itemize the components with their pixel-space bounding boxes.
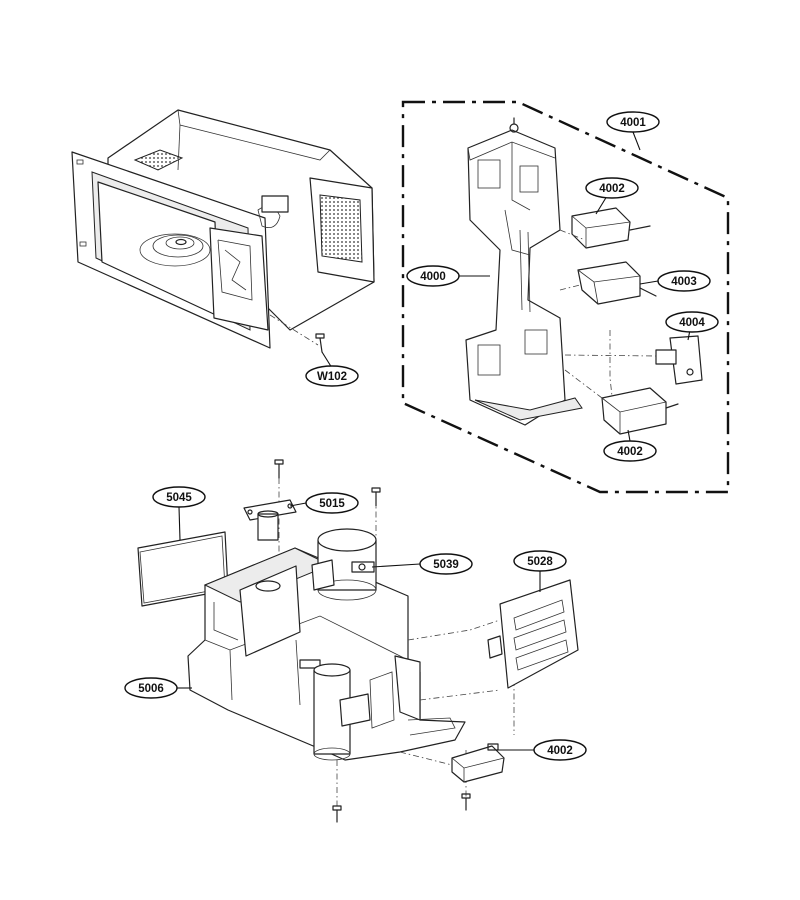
interlock-lever [655, 335, 703, 385]
svg-text:4003: 4003 [671, 276, 697, 288]
microswitch-4003 [577, 261, 657, 305]
callout-4000: 4000 [406, 265, 460, 287]
top-vent-grille [133, 149, 184, 171]
interlock-assembly [401, 100, 730, 494]
svg-text:4002: 4002 [547, 745, 573, 757]
main-bracket [187, 547, 466, 761]
microswitch-bottom [601, 387, 679, 435]
svg-text:5015: 5015 [319, 498, 345, 510]
svg-text:4004: 4004 [679, 317, 705, 329]
callout-4002-top: 4002 [585, 177, 639, 199]
screw-bottom-right [461, 793, 471, 811]
cover-plate [487, 579, 579, 689]
callout-5039: 5039 [419, 553, 473, 575]
screw-bottom-left [332, 805, 342, 823]
latch-bracket [465, 117, 583, 426]
svg-text:4000: 4000 [420, 271, 446, 283]
svg-text:4001: 4001 [620, 117, 646, 129]
side-vent-grille [319, 194, 363, 263]
microswitch-top [571, 207, 651, 249]
turntable [139, 233, 211, 267]
thermal-cutout [243, 499, 297, 541]
screw-top-right [371, 487, 381, 507]
svg-text:5039: 5039 [433, 559, 459, 571]
svg-text:W102: W102 [317, 371, 347, 383]
callout-5028: 5028 [513, 550, 567, 572]
callout-5006: 5006 [124, 677, 178, 699]
drive-shaft-housing [313, 663, 371, 761]
microwave-cavity-assembly [71, 109, 375, 353]
microswitch-motor-bracket [451, 743, 505, 783]
callout-4004: 4004 [665, 311, 719, 333]
screw-w102 [269, 314, 325, 353]
leader-lines [177, 131, 691, 751]
svg-text:4002: 4002 [617, 446, 643, 458]
callout-w102: W102 [305, 365, 359, 387]
synchronous-motor [311, 528, 377, 601]
callout-5045: 5045 [152, 486, 206, 508]
svg-text:5006: 5006 [138, 683, 164, 695]
screw-top-left [274, 459, 284, 479]
callout-4003: 4003 [657, 270, 711, 292]
assembly-boundary [401, 100, 730, 494]
callout-4002-bottom: 4002 [533, 739, 587, 761]
callout-4002-middle: 4002 [603, 440, 657, 462]
svg-text:5028: 5028 [527, 556, 553, 568]
callout-4001: 4001 [606, 111, 660, 133]
svg-text:5045: 5045 [166, 492, 192, 504]
motor-bracket-assembly [137, 459, 579, 823]
svg-text:4002: 4002 [599, 183, 625, 195]
callout-5015: 5015 [305, 492, 359, 514]
